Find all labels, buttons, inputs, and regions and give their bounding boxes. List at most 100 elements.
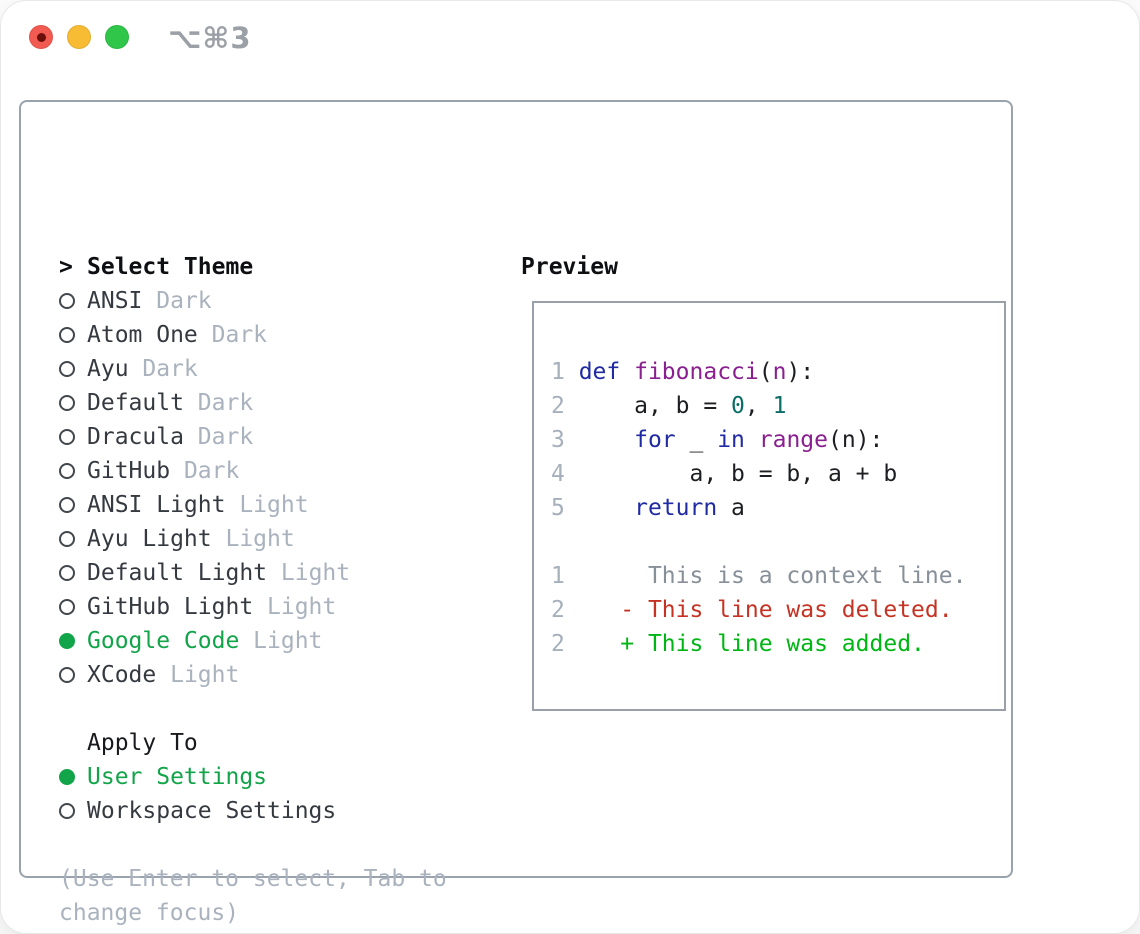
apply-option-label: Workspace Settings	[87, 798, 337, 824]
theme-option-xcode-light[interactable]: XCode Light	[59, 658, 461, 692]
theme-option-label: ANSI Light	[87, 492, 240, 518]
theme-variant-badge: Dark	[156, 288, 212, 314]
radio-unselected-icon	[59, 463, 87, 479]
radio-circle-icon	[59, 497, 75, 513]
select-theme-heading: >Select Theme	[59, 250, 461, 284]
theme-option-ansi-light-light[interactable]: ANSI Light Light	[59, 488, 461, 522]
code-token	[620, 359, 634, 385]
theme-variant-badge: Dark	[197, 424, 254, 450]
radio-unselected-icon	[59, 361, 87, 377]
code-token: fibonacci	[634, 359, 759, 385]
radio-selected-icon	[59, 769, 87, 785]
radio-circle-icon	[59, 361, 75, 377]
radio-circle-icon	[59, 395, 75, 411]
theme-option-ansi-dark[interactable]: ANSI Dark	[59, 284, 461, 318]
theme-variant-badge: Light	[253, 628, 323, 654]
radio-circle-icon	[59, 463, 75, 479]
code-token: 1	[772, 393, 787, 419]
theme-option-label: XCode	[87, 662, 171, 688]
radio-circle-icon	[59, 429, 75, 445]
radio-circle-icon	[59, 599, 75, 615]
code-token: a	[717, 495, 745, 521]
code-token: ,	[744, 393, 773, 419]
code-line: 2 - This line was deleted.	[551, 593, 1004, 627]
code-line: 2 a, b = 0, 1	[551, 389, 1004, 423]
theme-option-label: Default Light	[87, 560, 281, 586]
theme-variant-badge: Dark	[197, 390, 254, 416]
code-blank-line	[551, 525, 1004, 559]
line-number: 4	[551, 461, 579, 487]
line-number: 3	[551, 427, 579, 453]
radio-circle-icon	[59, 293, 75, 309]
radio-unselected-icon	[59, 667, 87, 683]
apply-option-workspace-settings[interactable]: Workspace Settings	[59, 794, 461, 828]
code-token	[579, 495, 634, 521]
prompt-indicator: >	[59, 250, 87, 284]
theme-option-default-dark[interactable]: Default Dark	[59, 386, 461, 420]
code-token: in	[717, 427, 745, 453]
theme-option-label: ANSI	[87, 288, 157, 314]
theme-variant-badge: Light	[239, 492, 309, 518]
theme-option-ayu-dark[interactable]: Ayu Dark	[59, 352, 461, 386]
theme-option-github-light-light[interactable]: GitHub Light Light	[59, 590, 461, 624]
theme-option-label: GitHub	[87, 458, 184, 484]
code-token: range	[758, 427, 828, 453]
code-token: for	[634, 427, 676, 453]
radio-unselected-icon	[59, 395, 87, 411]
radio-unselected-icon	[59, 803, 87, 819]
radio-unselected-icon	[59, 429, 87, 445]
close-button-dot	[36, 32, 46, 42]
radio-circle-icon	[59, 327, 75, 343]
code-token: a, b =	[578, 393, 732, 419]
radio-unselected-icon	[59, 599, 87, 615]
theme-option-label: Google Code	[87, 628, 254, 654]
spacer	[59, 828, 461, 862]
theme-variant-badge: Dark	[183, 458, 240, 484]
theme-option-google-code-light[interactable]: Google Code Light	[59, 624, 461, 658]
code-token: a, b = b, a + b	[578, 461, 898, 487]
apply-to-title: Apply To	[87, 730, 198, 756]
preview-heading: Preview	[521, 254, 618, 280]
close-button[interactable]	[29, 25, 53, 49]
theme-option-label: Default	[87, 390, 198, 416]
code-token: (n):	[828, 427, 884, 453]
code-token: (	[758, 359, 773, 385]
keyboard-hint-text: (Use Enter to select, Tab to change focu…	[59, 866, 461, 926]
line-number: 1	[551, 563, 579, 589]
apply-option-user-settings[interactable]: User Settings	[59, 760, 461, 794]
code-line: 1 def fibonacci(n):	[551, 355, 1004, 389]
window-title: ⌥⌘3	[168, 21, 252, 55]
radio-unselected-icon	[59, 531, 87, 547]
theme-variant-badge: Dark	[211, 322, 268, 348]
theme-variant-badge: Light	[267, 594, 337, 620]
theme-option-default-light-light[interactable]: Default Light Light	[59, 556, 461, 590]
window-controls	[29, 25, 129, 49]
code-line: 4 a, b = b, a + b	[551, 457, 1004, 491]
theme-option-atom-one-dark[interactable]: Atom One Dark	[59, 318, 461, 352]
line-number: 2	[551, 597, 579, 623]
theme-variant-badge: Light	[170, 662, 240, 688]
theme-option-dracula-dark[interactable]: Dracula Dark	[59, 420, 461, 454]
code-token	[745, 427, 759, 453]
code-token: n	[772, 359, 787, 385]
theme-option-github-dark[interactable]: GitHub Dark	[59, 454, 461, 488]
theme-variant-badge: Dark	[142, 356, 198, 382]
code-token: This is a context line.	[578, 563, 967, 589]
theme-option-label: Ayu	[87, 356, 143, 382]
window-titlebar: ⌥⌘3	[1, 1, 1139, 73]
radio-circle-icon	[59, 531, 75, 547]
radio-selected-icon	[59, 633, 87, 649]
line-number: 2	[551, 631, 579, 657]
theme-option-ayu-light-light[interactable]: Ayu Light Light	[59, 522, 461, 556]
apply-to-heading: Apply To	[59, 726, 461, 760]
minimize-button[interactable]	[67, 25, 91, 49]
maximize-button[interactable]	[105, 25, 129, 49]
theme-option-label: Dracula	[87, 424, 198, 450]
spacer	[59, 692, 461, 726]
code-line: 3 for _ in range(n):	[551, 423, 1004, 457]
radio-circle-icon	[59, 803, 75, 819]
theme-option-label: GitHub Light	[87, 594, 268, 620]
